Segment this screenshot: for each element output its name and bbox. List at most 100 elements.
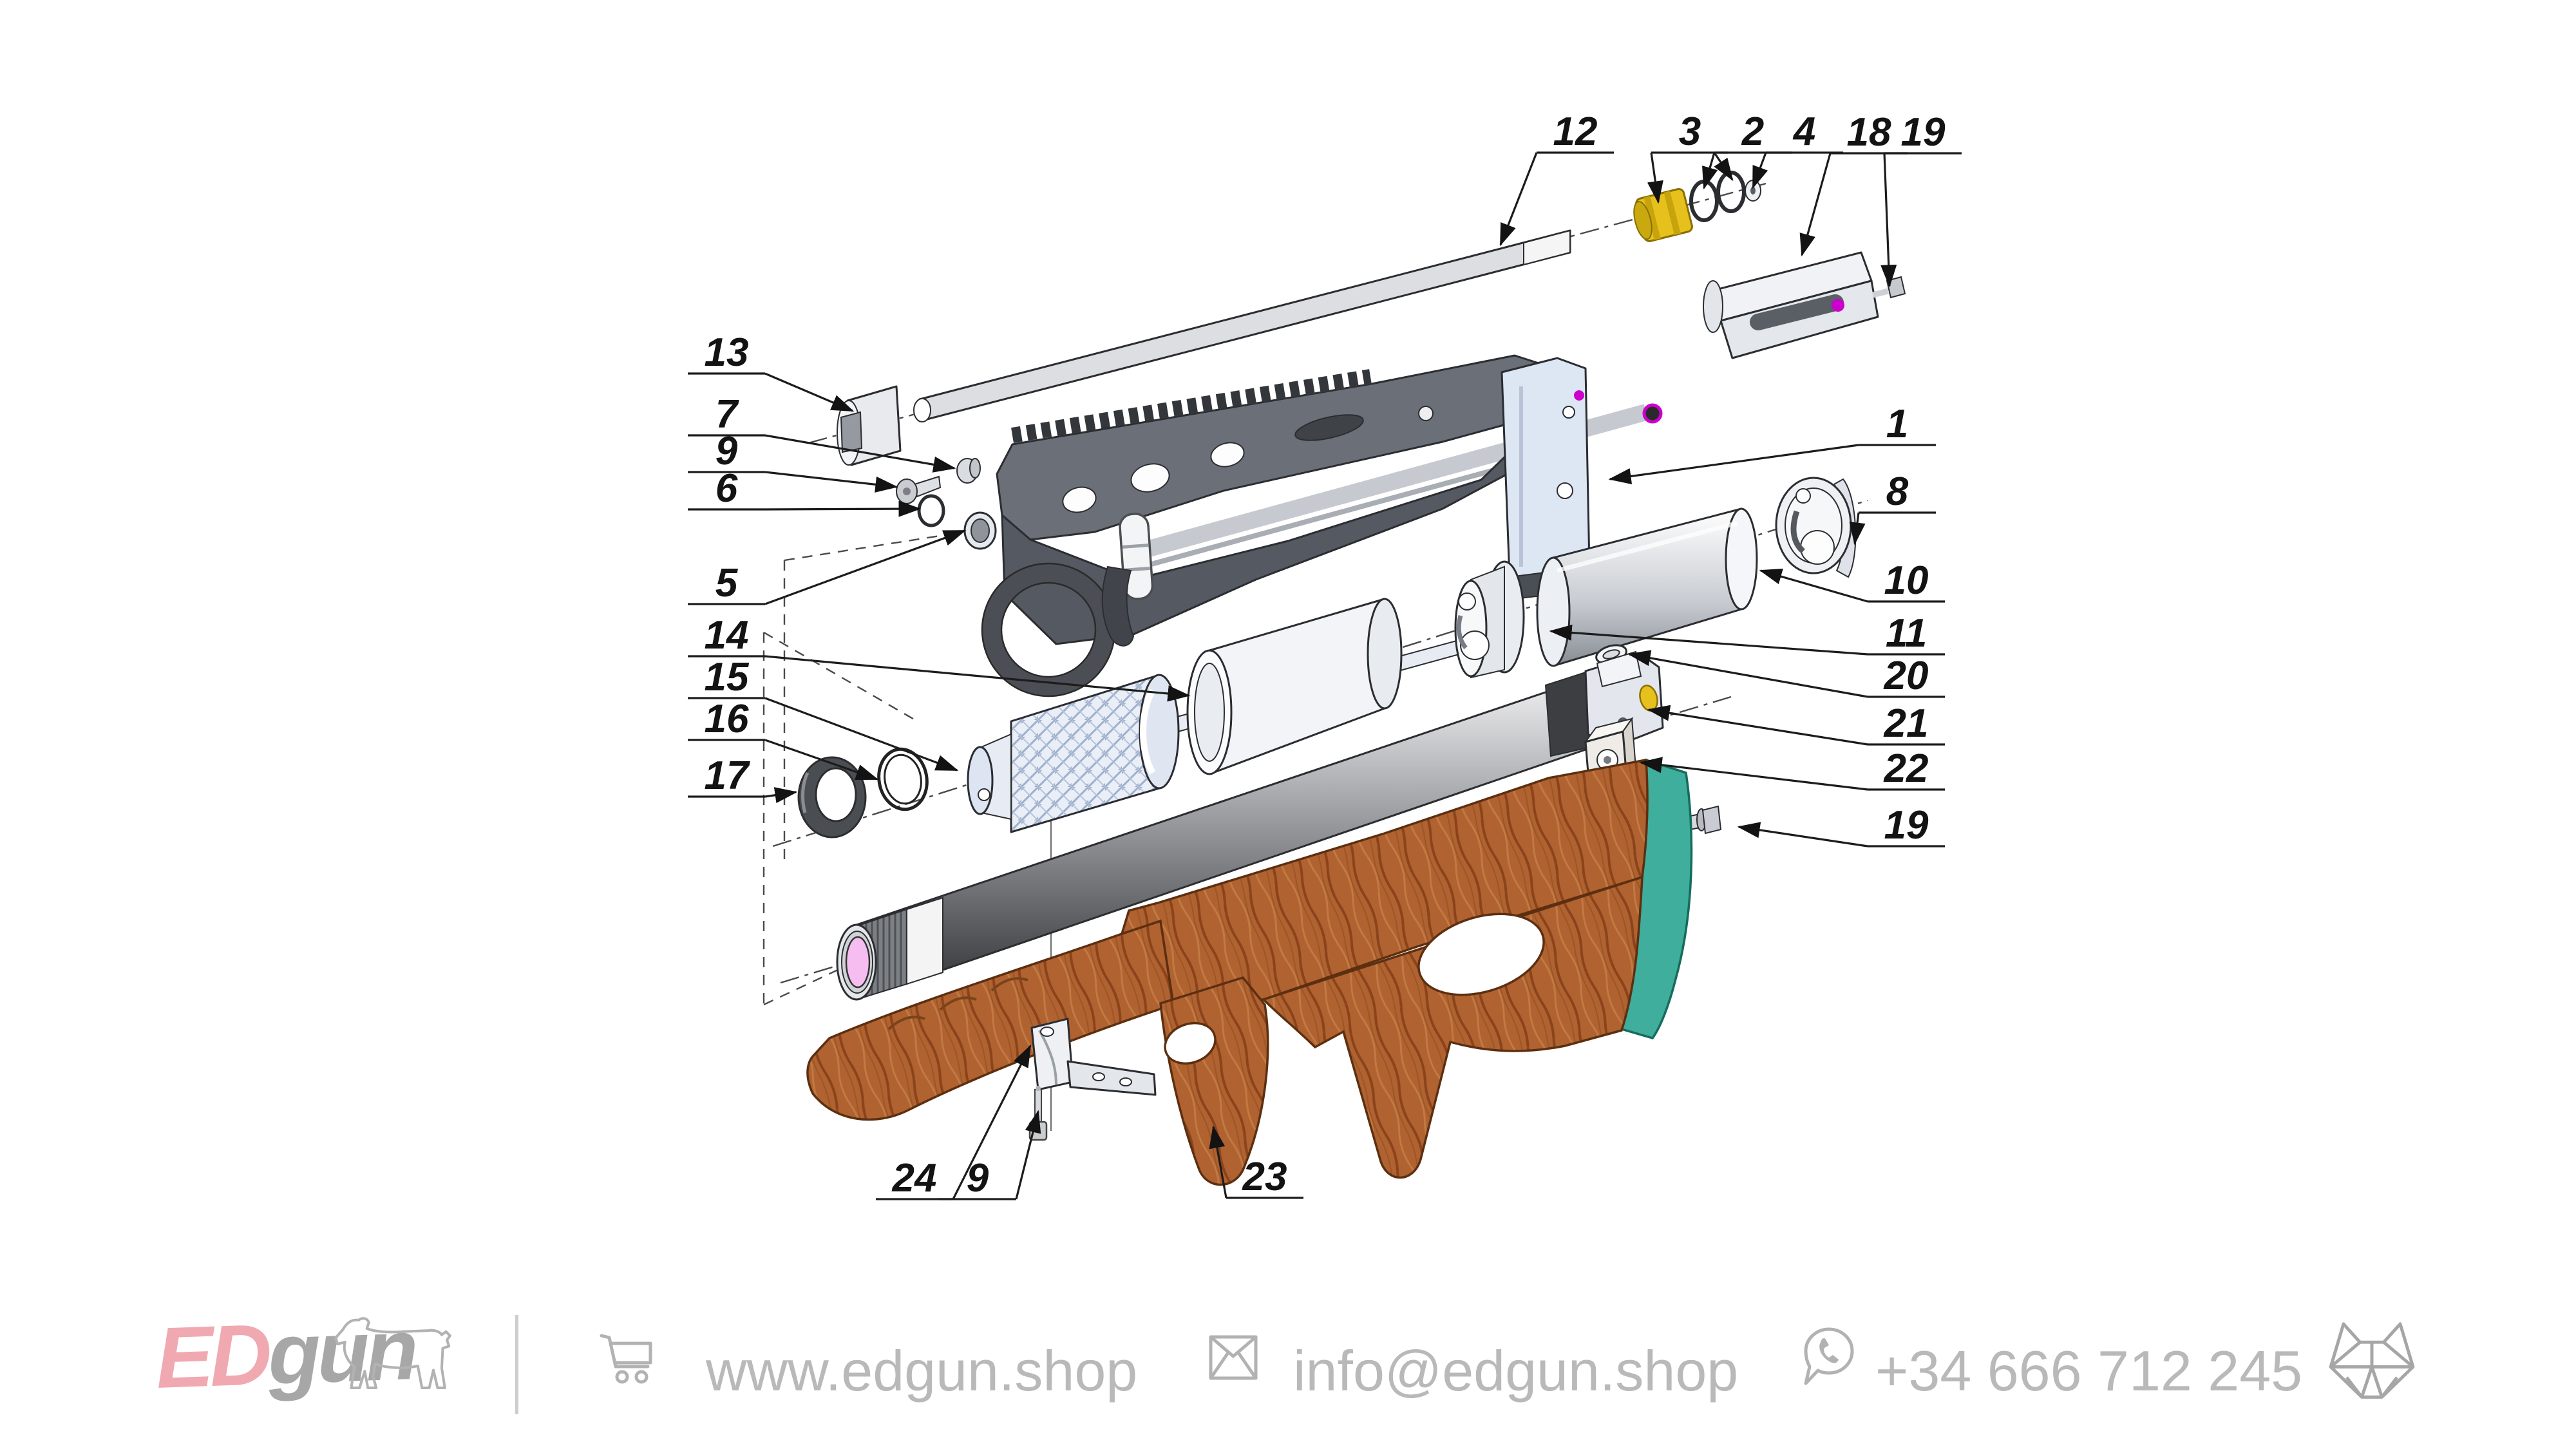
logo-ed-text: ED <box>154 1306 270 1406</box>
callout-number-16: 16 <box>705 697 749 741</box>
callout-leader-14 <box>764 655 1191 702</box>
callout-number-5: 5 <box>715 561 739 605</box>
rail-end-pin <box>1644 405 1661 422</box>
muzzle-o-rings <box>1689 171 1761 222</box>
callout-leader-9 <box>1015 1110 1041 1200</box>
callout-leader-20 <box>1627 650 1868 698</box>
callout-leader-1 <box>1608 444 1859 485</box>
envelope-icon <box>1209 1335 1258 1380</box>
callout-number-17: 17 <box>705 753 750 798</box>
grip-hole <box>1164 1021 1217 1065</box>
callout-number-7: 7 <box>715 392 739 437</box>
callout-leader-12 <box>1499 152 1538 247</box>
callout-number-4: 4 <box>1792 109 1815 154</box>
callout-leader-11 <box>1549 624 1868 656</box>
butt-section <box>1261 875 1643 1179</box>
front-band-ring <box>982 564 1115 696</box>
callout-leader-17 <box>764 787 798 804</box>
stock <box>806 758 1693 1186</box>
barrel <box>913 229 1571 422</box>
seal-ring-17 <box>797 756 867 838</box>
thumbhole <box>1417 913 1545 996</box>
footer-divider <box>515 1315 518 1414</box>
cart-icon <box>600 1334 652 1384</box>
callout-number-20: 20 <box>1884 654 1929 698</box>
callout-leader-4 <box>1752 152 1768 189</box>
callout-number-10: 10 <box>1884 558 1929 603</box>
callout-number-15: 15 <box>705 655 750 699</box>
callout-leader-19 <box>1737 822 1868 848</box>
callout-leader-21 <box>1647 705 1868 746</box>
muzzle-pink-face <box>845 936 871 989</box>
callout-number-11: 11 <box>1886 611 1927 656</box>
magenta-detent <box>1574 390 1584 401</box>
phone-link[interactable]: +34 666 712 245 <box>1875 1339 2303 1403</box>
callout-number-19: 19 <box>1901 110 1946 155</box>
callout-number-2: 2 <box>1741 109 1764 154</box>
washer-6 <box>917 494 945 527</box>
moderator-sleeve-tube <box>1186 598 1403 775</box>
moderator-tube <box>836 650 1664 1001</box>
callout-number-24: 24 <box>892 1156 937 1200</box>
callout-number-21: 21 <box>1884 701 1929 746</box>
email-link[interactable]: info@edgun.shop <box>1293 1339 1739 1403</box>
callout-leader-5 <box>764 529 967 605</box>
picatinny-rail <box>1011 369 1372 443</box>
callout-number-14: 14 <box>705 613 749 658</box>
callout-leader-23 <box>1209 1125 1227 1198</box>
callout-leader-2 <box>1702 152 1718 190</box>
receiver-assembly <box>981 354 1663 697</box>
barrel-collar <box>837 385 902 466</box>
whatsapp-icon <box>1804 1327 1854 1385</box>
barrel-breech-end <box>913 398 931 422</box>
callout-number-19: 19 <box>1884 803 1929 848</box>
callout-number-9: 9 <box>715 429 738 473</box>
barrel-muzzle-band <box>1523 229 1571 266</box>
fox-logo-icon <box>2329 1322 2415 1399</box>
rear-handle-block <box>1703 251 1906 359</box>
callout-leader-9 <box>764 471 898 493</box>
callout-leader-19 <box>1880 153 1897 288</box>
finger-grooves <box>887 977 1028 1030</box>
cylinder-end-cap <box>1775 477 1857 578</box>
callout-leader-7 <box>764 434 956 473</box>
air-cylinder <box>1536 507 1758 667</box>
callout-leader-13 <box>764 372 855 412</box>
o-ring-16 <box>877 747 929 811</box>
callout-number-3: 3 <box>1679 109 1701 154</box>
piston-head <box>1454 560 1525 679</box>
callout-number-12: 12 <box>1553 109 1598 154</box>
white-band <box>906 896 943 985</box>
callout-leader-8 <box>1849 512 1866 545</box>
callout-number-1: 1 <box>1886 402 1908 446</box>
grip-leg <box>1159 976 1269 1186</box>
callout-leader-22 <box>1639 757 1868 791</box>
dog-logo-icon <box>334 1317 451 1389</box>
callout-number-13: 13 <box>705 330 749 375</box>
callout-number-22: 22 <box>1884 746 1929 791</box>
callout-number-6: 6 <box>715 466 738 511</box>
bracket-24 <box>1030 1018 1157 1096</box>
receiver-slot <box>1294 414 1364 441</box>
threaded-bushing-5 <box>963 511 997 550</box>
trigger <box>1101 565 1135 647</box>
callout-number-23: 23 <box>1242 1155 1287 1199</box>
screw-9-top <box>896 475 942 504</box>
callout-number-8: 8 <box>1886 469 1909 514</box>
handle-slot <box>1750 294 1844 330</box>
callout-leader-10 <box>1759 569 1868 603</box>
website-link[interactable]: www.edgun.shop <box>706 1339 1138 1403</box>
callout-leader-18 <box>1799 153 1832 257</box>
callout-number-18: 18 <box>1847 110 1891 155</box>
callout-leader-3 <box>1647 152 1663 204</box>
callout-leader-15 <box>764 697 959 772</box>
callout-leader-24 <box>952 1044 1032 1200</box>
magenta-button <box>1832 299 1844 312</box>
callout-leader-16 <box>764 739 879 781</box>
moderator-insert <box>967 674 1180 833</box>
callout-leader-2 <box>1713 152 1734 182</box>
callout-number-9: 9 <box>967 1156 989 1200</box>
